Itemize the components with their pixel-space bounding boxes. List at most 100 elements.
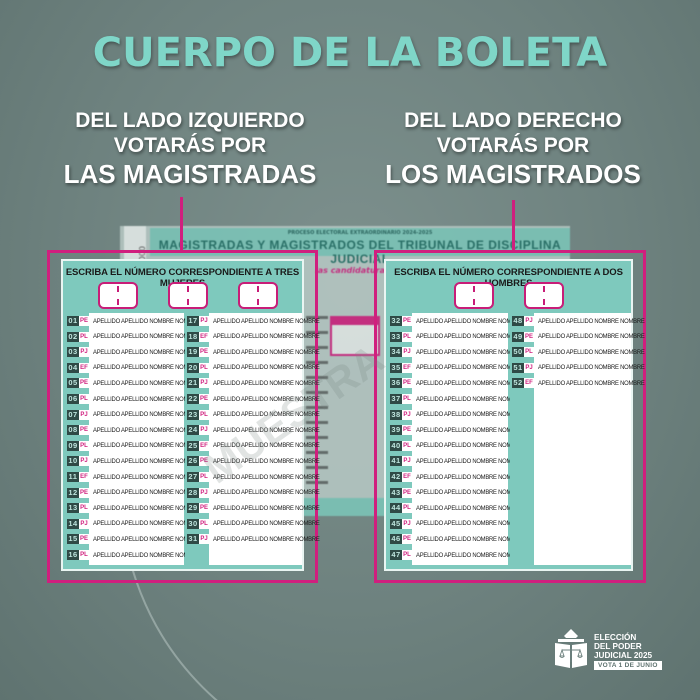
logo-text: ELECCIÓN DEL PODER JUDICIAL 2025 — [594, 633, 652, 660]
candidate-power-tag: PE — [402, 378, 412, 389]
candidate-number: 36 — [390, 378, 402, 389]
candidate-power-tag: PL — [199, 362, 209, 373]
candidate-name: APELLIDO APELLIDO NOMBRE NOMBRE — [416, 457, 523, 465]
candidate-name: APELLIDO APELLIDO NOMBRE NOMBRE — [213, 395, 320, 403]
candidate-name: APELLIDO APELLIDO NOMBRE NOMBRE — [416, 317, 523, 325]
candidate-number: 16 — [67, 550, 79, 560]
candidate-name: APELLIDO APELLIDO NOMBRE NOMBRE — [213, 333, 320, 341]
candidate-name: APELLIDO APELLIDO NOMBRE NOMBRE — [93, 333, 200, 341]
candidate-name: APELLIDO APELLIDO NOMBRE NOMBRE — [213, 442, 320, 450]
candidate-number: 30 — [187, 518, 199, 529]
candidate-number: 18 — [187, 331, 199, 342]
candidate-number: 14 — [67, 518, 79, 529]
candidate-number: 23 — [187, 409, 199, 420]
candidate-power-tag: PJ — [402, 456, 412, 467]
candidate-number: 31 — [187, 534, 199, 545]
candidate-number: 35 — [390, 362, 402, 373]
candidate-name: APELLIDO APELLIDO NOMBRE NOMBRE — [416, 489, 523, 497]
candidate-number: 29 — [187, 503, 199, 514]
candidate-number: 20 — [187, 362, 199, 373]
candidate-number: 22 — [187, 394, 199, 404]
candidate-name: APELLIDO APELLIDO NOMBRE NOMBRE — [213, 317, 320, 325]
candidate-number: 26 — [187, 456, 199, 467]
logo-line3: JUDICIAL 2025 — [594, 651, 653, 660]
candidate-name: APELLIDO APELLIDO NOMBRE NOMBRE — [93, 379, 200, 387]
candidate-name: APELLIDO APELLIDO NOMBRE NOMBRE — [416, 520, 523, 528]
candidate-name: APELLIDO APELLIDO NOMBRE NOMBRE — [416, 442, 523, 450]
left-ballot-panel: ESCRIBA EL NÚMERO CORRESPONDIENTE A TRES… — [61, 259, 320, 571]
candidate-power-tag: PE — [199, 347, 209, 358]
candidate-power-tag: PL — [402, 550, 412, 560]
right-heading: DEL LADO DERECHO VOTARÁS POR LOS MAGISTR… — [363, 108, 663, 191]
candidate-number: 46 — [390, 534, 402, 545]
candidate-name: APELLIDO APELLIDO NOMBRE NOMBRE — [213, 364, 320, 372]
left-heading-line3: LAS MAGISTRADAS — [63, 159, 317, 189]
candidate-power-tag: PJ — [79, 347, 89, 358]
vote-box-1[interactable] — [98, 282, 138, 309]
candidate-name: APELLIDO APELLIDO NOMBRE NOMBRE — [93, 551, 200, 559]
right-highlight-frame — [374, 250, 646, 583]
candidate-name: APELLIDO APELLIDO NOMBRE NOMBRE — [213, 379, 320, 387]
candidate-name: APELLIDO APELLIDO NOMBRE NOMBRE — [538, 333, 645, 341]
candidate-power-tag: PJ — [79, 518, 89, 529]
ballot-process-label: PROCESO ELECTORAL EXTRAORDINARIO 2024-20… — [287, 230, 433, 236]
candidate-number: 34 — [390, 347, 402, 358]
left-connector-line — [180, 197, 183, 251]
candidate-number: 17 — [187, 316, 199, 326]
candidate-name: APELLIDO APELLIDO NOMBRE NOMBRE — [416, 551, 523, 559]
candidate-number: 43 — [390, 487, 402, 498]
page-title: CUERPO DE LA BOLETA — [92, 30, 608, 76]
election-logo: ELECCIÓN DEL PODER JUDICIAL 2025 VOTA 1 … — [554, 624, 694, 674]
vote-box-3[interactable] — [238, 282, 278, 309]
vote-box-2[interactable] — [524, 282, 564, 309]
candidate-name: APELLIDO APELLIDO NOMBRE NOMBRE — [538, 348, 645, 356]
candidate-name: APELLIDO APELLIDO NOMBRE NOMBRE — [213, 457, 320, 465]
candidate-power-tag: PL — [402, 394, 412, 404]
left-heading-line1: DEL LADO IZQUIERDO — [75, 109, 305, 132]
candidate-number: 37 — [390, 394, 402, 404]
candidate-power-tag: PJ — [199, 316, 209, 326]
vote-box-2[interactable] — [168, 282, 208, 309]
candidate-power-tag: PL — [402, 503, 412, 514]
candidate-power-tag: EF — [79, 362, 89, 373]
candidate-number: 40 — [390, 440, 402, 451]
candidate-power-tag: PE — [402, 534, 412, 545]
candidate-name: APELLIDO APELLIDO NOMBRE NOMBRE — [416, 364, 523, 372]
candidate-number: 12 — [67, 487, 79, 498]
vote-box-1[interactable] — [454, 282, 494, 309]
candidate-name: APELLIDO APELLIDO NOMBRE NOMBRE — [416, 395, 523, 403]
candidate-name: APELLIDO APELLIDO NOMBRE NOMBRE — [213, 504, 320, 512]
candidate-power-tag: PE — [402, 425, 412, 436]
candidate-name: APELLIDO APELLIDO NOMBRE NOMBRE — [93, 411, 200, 419]
right-heading-line2: VOTARÁS POR — [436, 134, 590, 157]
candidate-name: APELLIDO APELLIDO NOMBRE NOMBRE — [93, 457, 200, 465]
candidate-name: APELLIDO APELLIDO NOMBRE NOMBRE — [538, 379, 645, 387]
candidate-name: APELLIDO APELLIDO NOMBRE NOMBRE — [93, 504, 200, 512]
